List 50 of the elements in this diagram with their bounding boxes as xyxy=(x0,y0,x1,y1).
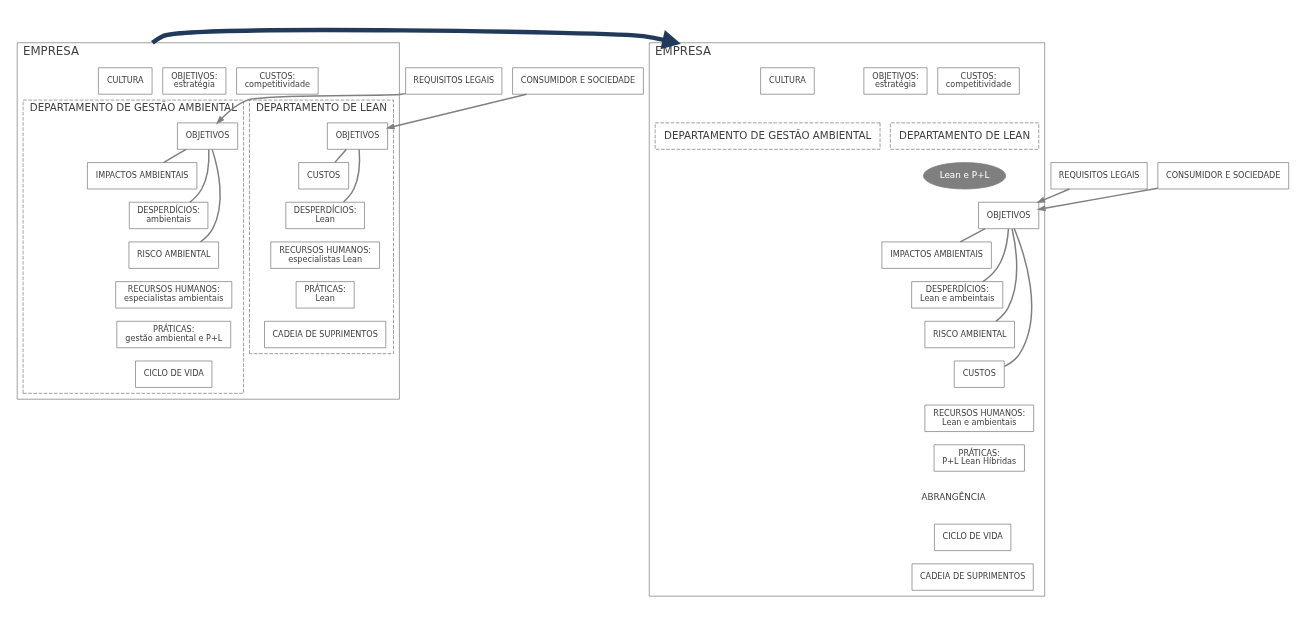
node-box: OBJETIVOS xyxy=(327,122,388,150)
node-box: CICLO DE VIDA xyxy=(135,360,213,388)
node-box: CUSTOS xyxy=(953,360,1005,388)
arrow xyxy=(1036,188,1071,204)
connector xyxy=(334,148,348,164)
node-box: OBJETIVOS xyxy=(177,122,239,150)
node-box: RECURSOS HUMANOS: Lean e ambientais xyxy=(924,404,1034,432)
node-ellipse: Lean e P+L xyxy=(923,162,1007,190)
connector xyxy=(162,148,187,164)
node-box: IMPACTOS AMBIENTAIS xyxy=(87,162,198,190)
node-box: DEPARTAMENTO DE LEAN xyxy=(889,122,1040,150)
node-box: PRÁTICAS: gestão ambiental e P+L xyxy=(116,320,232,349)
node-box: CULTURA xyxy=(760,67,815,95)
node-box: RECURSOS HUMANOS: especialistas ambientais xyxy=(115,281,233,309)
connector xyxy=(199,148,221,243)
connector xyxy=(959,228,986,243)
node-box: CUSTOS xyxy=(298,162,350,190)
arrow xyxy=(216,92,407,125)
arrow xyxy=(151,27,681,50)
node-box: PRÁTICAS: Lean xyxy=(295,281,355,309)
node-box: CUSTOS: competitividade xyxy=(937,67,1020,95)
node-box: OBJETIVOS: estratégia xyxy=(863,67,928,95)
node-box: REQUISITOS LEGAIS xyxy=(405,67,503,95)
connector xyxy=(995,228,1018,322)
node-box: CONSUMIDOR E SOCIEDADE xyxy=(512,67,644,95)
node-box: DEPARTAMENTO DE GESTÃO AMBIENTAL xyxy=(654,122,881,150)
connector xyxy=(982,228,1010,283)
label: ABRANGÊNCIA xyxy=(921,491,986,502)
node-box: RISCO AMBIENTAL xyxy=(128,241,219,269)
node-box: DESPERDÍCIOS: Lean xyxy=(285,201,365,230)
arrow xyxy=(385,93,528,130)
node-box: DESPERDÍCIOS: ambientais xyxy=(128,201,209,230)
node-box: DESPERDÍCIOS: Lean e ambeintais xyxy=(911,281,1004,309)
node-box: PRÁTICAS: P+L Lean Híbridas xyxy=(933,444,1025,472)
connector xyxy=(189,148,210,203)
node-box: CONSUMIDOR E SOCIEDADE xyxy=(1157,162,1290,190)
node-box: OBJETIVOS: estratégia xyxy=(162,67,227,95)
node-box: CICLO DE VIDA xyxy=(934,523,1012,551)
arrow xyxy=(1036,187,1159,212)
node-box: CULTURA xyxy=(98,67,153,95)
connector xyxy=(342,148,361,203)
node-box: IMPACTOS AMBIENTAIS xyxy=(881,241,992,269)
node-box: CUSTOS: competitividade xyxy=(236,67,319,95)
node-box: OBJETIVOS xyxy=(978,201,1040,230)
node-box: REQUISITOS LEGAIS xyxy=(1050,162,1148,190)
node-box: CADEIA DE SUPRIMENTOS xyxy=(911,563,1034,591)
node-box: RISCO AMBIENTAL xyxy=(924,320,1015,349)
connector xyxy=(1003,228,1033,368)
node-box: CADEIA DE SUPRIMENTOS xyxy=(264,320,387,349)
node-box: RECURSOS HUMANOS: especialistas Lean xyxy=(270,241,380,269)
